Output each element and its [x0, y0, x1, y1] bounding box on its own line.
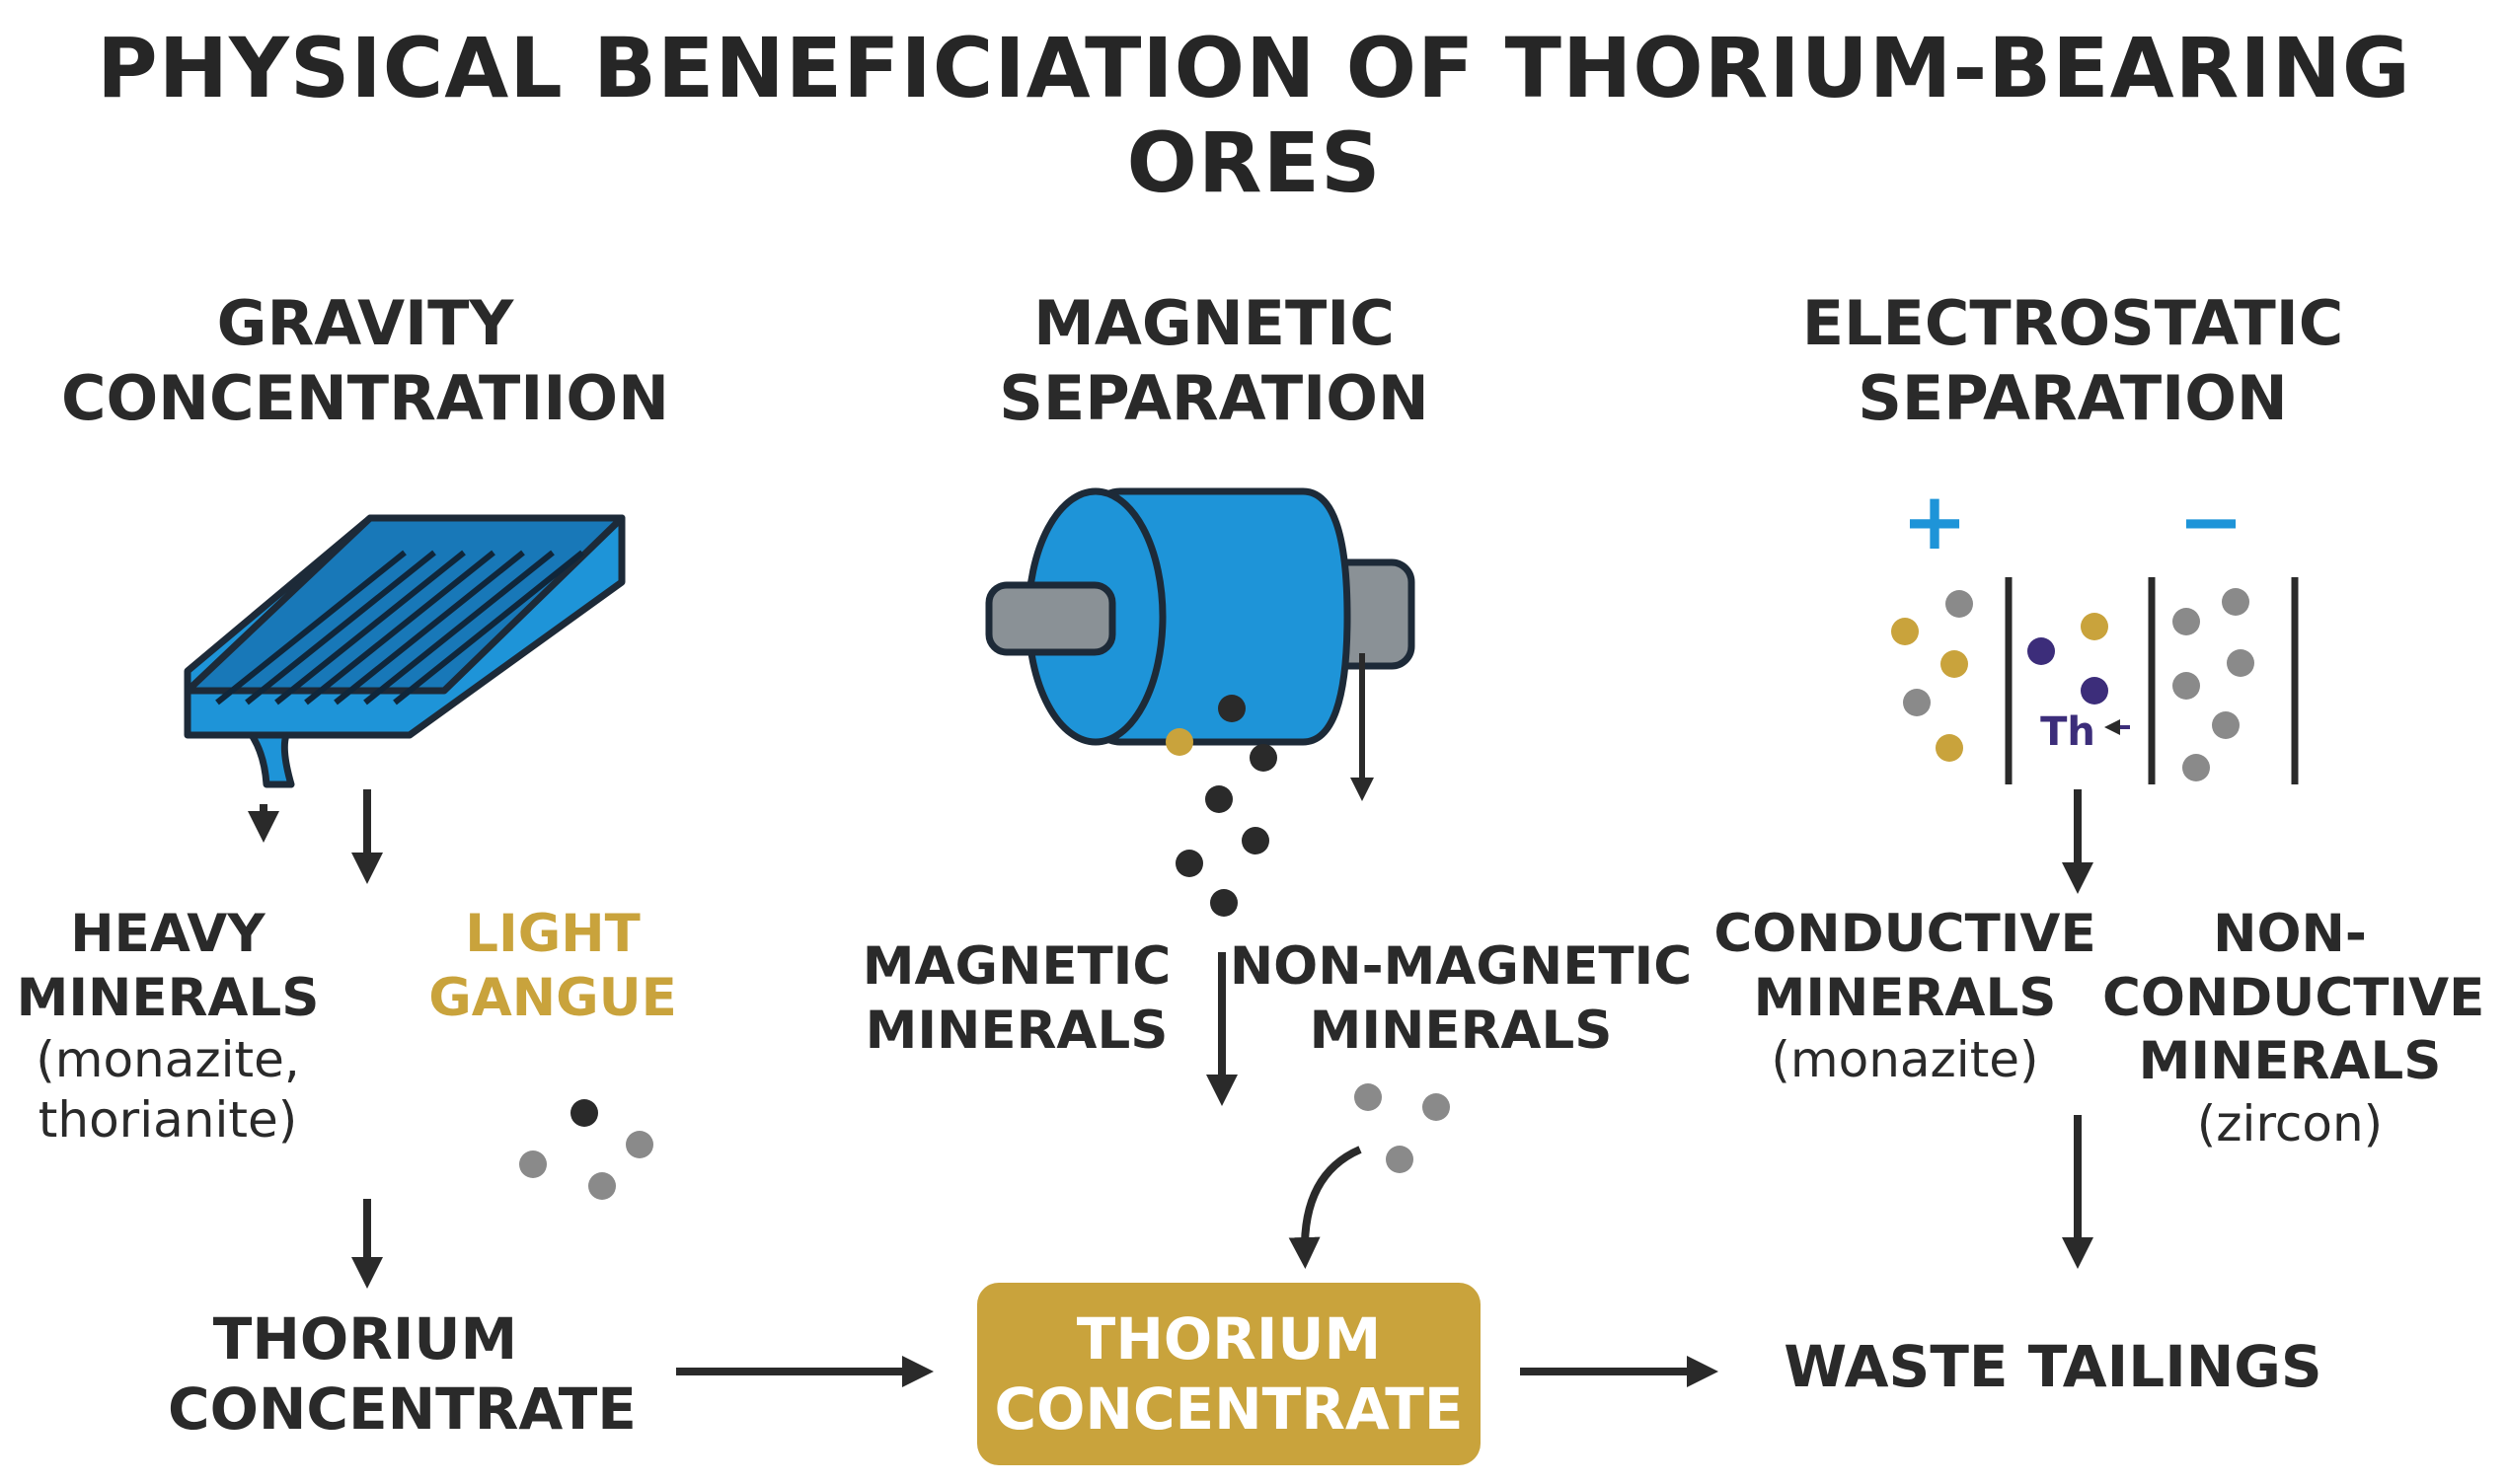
- electrostatic-heading: ELECTROSTATIC SEPARATION: [1757, 286, 2389, 435]
- magnetic-heading: MAGNETIC SEPARATION: [918, 286, 1510, 435]
- final-concentrate-label: THORIUM CONCENTRATE: [977, 1304, 1481, 1445]
- gravity-heading-line-2: CONCENTRATIION: [60, 361, 670, 434]
- light-line-2: GANGUE: [428, 967, 677, 1028]
- conductive-line-3: (monazite): [1771, 1031, 2039, 1089]
- electrostatic-heading-line-2: SEPARATION: [1858, 361, 2288, 434]
- nonmagnetic-line-2: MINERALS: [1309, 1000, 1613, 1061]
- final-line-2: CONCENTRATE: [994, 1374, 1464, 1443]
- magnetic-line-1: MAGNETIC: [862, 936, 1172, 997]
- heavy-line-2: MINERALS: [16, 967, 320, 1028]
- gravity-concentrate-line-2: CONCENTRATE: [168, 1374, 637, 1443]
- th-label: Th: [2040, 709, 2095, 755]
- gravity-concentrate-line-1: THORIUM: [212, 1305, 518, 1373]
- heavy-line-4: thorianite): [38, 1091, 298, 1150]
- nonconductive-line-4: (zircon): [2196, 1094, 2384, 1152]
- electrode-plates: [2005, 577, 2299, 784]
- final-line-1: THORIUM: [1076, 1305, 1382, 1373]
- waste-tailings-label: WASTE TAILINGS: [1784, 1333, 2322, 1400]
- heavy-line-3: (monazite,: [36, 1031, 300, 1089]
- magnetic-minerals-label: MAGNETIC MINERALS: [849, 935, 1184, 1063]
- shaking-table-icon: [184, 514, 626, 788]
- nonmagnetic-minerals-label: NON-MAGNETIC MINERALS: [1229, 935, 1693, 1063]
- title-line-1: PHYSICAL BENEFICIATION OF THORIUM-BEARIN…: [97, 20, 2411, 116]
- light-line-1: LIGHT: [465, 904, 641, 964]
- gravity-heading: GRAVITY CONCENTRATIION: [39, 286, 691, 435]
- electrostatic-heading-line-1: ELECTROSTATIC: [1801, 287, 2344, 359]
- magnetic-drum-icon: [985, 487, 1415, 801]
- minus-icon: −: [2177, 476, 2244, 567]
- nonmagnetic-line-1: NON-MAGNETIC: [1229, 936, 1693, 997]
- plus-icon: +: [1901, 476, 1968, 567]
- magnetic-line-2: MINERALS: [865, 1000, 1169, 1061]
- magnetic-heading-line-1: MAGNETIC: [1033, 287, 1395, 359]
- gangue-particles: [519, 1099, 653, 1200]
- nonmagnetic-particles: [1354, 1083, 1450, 1173]
- title-line-2: ORES: [1126, 113, 1382, 211]
- gravity-heading-line-1: GRAVITY: [216, 287, 514, 359]
- electrostatic-particles: [1891, 588, 2254, 781]
- curved-arrow: [1288, 1146, 1362, 1269]
- light-gangue-label: LIGHT GANGUE: [405, 903, 701, 1030]
- final-concentrate-box: [977, 1283, 1481, 1465]
- conductive-minerals-label: CONDUCTIVE MINERALS (monazite): [1712, 903, 2097, 1090]
- heavy-line-1: HEAVY: [70, 904, 266, 964]
- falling-particles: [1166, 695, 1277, 917]
- conductive-line-2: MINERALS: [1753, 967, 2057, 1028]
- nonconductive-line-2: CONDUCTIVE: [2102, 967, 2485, 1028]
- page-title: PHYSICAL BENEFICIATION OF THORIUM-BEARIN…: [0, 20, 2508, 211]
- magnetic-heading-line-2: SEPARATION: [999, 361, 1429, 434]
- gravity-concentrate-label: THORIUM CONCENTRATE: [168, 1304, 637, 1445]
- heavy-minerals-label: HEAVY MINERALS (monazite, thorianite): [0, 903, 336, 1150]
- nonconductive-minerals-label: NON- CONDUCTIVE MINERALS (zircon): [2102, 903, 2485, 1154]
- conductive-line-1: CONDUCTIVE: [1713, 904, 2096, 964]
- nonconductive-line-1: NON-: [2213, 904, 2367, 964]
- nonconductive-line-3: MINERALS: [2138, 1031, 2442, 1092]
